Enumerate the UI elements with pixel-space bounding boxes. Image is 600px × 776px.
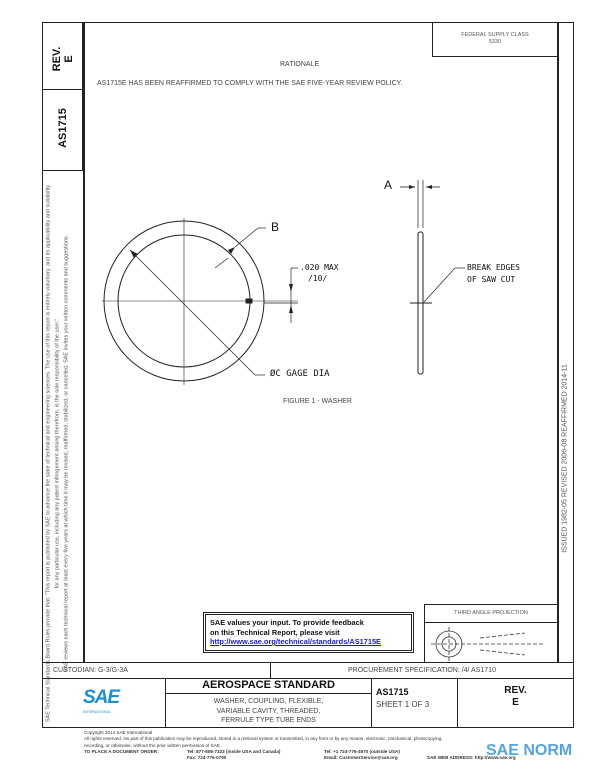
b-leader	[234, 227, 259, 248]
max-note: .020 MAX/10/	[300, 262, 339, 284]
title-cell: AEROSPACE STANDARD WASHER, COUPLING, FLE…	[165, 678, 372, 728]
title-rev-cell: REV.E	[457, 678, 574, 728]
watermark: SAE NORM	[486, 742, 573, 759]
saw-cut	[245, 298, 253, 304]
copyright: Copyright 2014 SAE International	[84, 730, 153, 735]
diameter-leader	[129, 249, 256, 376]
feedback-line2: on this Technical Report, please visit	[210, 627, 340, 637]
web-address[interactable]: SAE WEB ADDRESS: http://www.sae.org	[427, 754, 516, 760]
email[interactable]: Email: CustomerService@sae.org	[324, 754, 398, 760]
logo-cell: SAE INTERNATIONAL	[42, 678, 166, 728]
label-a: A	[384, 178, 393, 192]
rationale-text: AS1715E HAS BEEN REAFFIRMED TO COMPLY WI…	[97, 80, 403, 87]
document-title: WASHER, COUPLING, FLEXIBLE, VARIABLE CAVI…	[166, 697, 371, 726]
left-divider	[83, 22, 85, 662]
footer: Copyright 2014 SAE International All rig…	[84, 730, 584, 763]
standard-type: AEROSPACE STANDARD	[166, 679, 371, 694]
fsc-label: FEDERAL SUPPLY CLASS	[461, 32, 529, 38]
title-line3: FERRULE TYPE TUBE ENDS	[221, 717, 316, 724]
title-rev-label: REV.	[504, 685, 527, 696]
max-note-line1: .020 MAX	[300, 263, 339, 272]
max-note-line2: /10/	[308, 274, 328, 283]
tel-outside: Tel: +1 724-776-4970 (outside USA)	[324, 748, 400, 754]
right-divider	[557, 22, 559, 662]
break-edges-note: BREAK EDGES OF SAW CUT	[467, 262, 520, 286]
projection-box: THIRD ANGLE PROJECTION	[424, 604, 558, 663]
sae-logo: SAE	[83, 687, 120, 708]
gage-dia-label: ØC GAGE DIA	[270, 369, 330, 379]
third-angle-projection-icon	[431, 627, 543, 661]
order-label: TO PLACE A DOCUMENT ORDER:	[84, 748, 159, 754]
label-b: B	[271, 220, 280, 234]
custodian-cell: CUSTODIAN: G-3/G-3A	[42, 662, 271, 679]
procurement-cell: PROCUREMENT SPECIFICATION: /4/ AS1710	[270, 662, 574, 679]
fsc-value: 5330	[488, 39, 502, 45]
title-rev-value: E	[512, 697, 519, 708]
sheet-number: SHEET 1 OF 3	[376, 700, 430, 709]
doc-number-box: AS1715	[42, 89, 83, 171]
title-line2: VARIABLE CAVITY, THREADED,	[216, 707, 321, 715]
fax: Fax: 724-776-0790	[187, 754, 227, 760]
title-doc-number: AS1715	[376, 687, 409, 697]
feedback-line1: SAE values your input. To provide feedba…	[210, 618, 364, 627]
figure-caption: FIGURE 1 - WASHER	[283, 398, 352, 405]
feedback-link[interactable]: http://www.sae.org/technical/standards/A…	[210, 637, 381, 646]
rights-line2: recording, or otherwise, without the pri…	[84, 742, 222, 748]
break-edges-line2: OF SAW CUT	[467, 275, 516, 284]
break-edges-line1: BREAK EDGES	[467, 263, 520, 272]
title-line1: WASHER, COUPLING, FLEXIBLE,	[213, 698, 324, 705]
sae-logo-sub: INTERNATIONAL	[83, 710, 111, 714]
rationale-title: RATIONALE	[280, 61, 320, 68]
tel: Tel: 877-606-7323 (inside USA and Canada…	[187, 748, 281, 754]
feedback-box: SAE values your input. To provide feedba…	[203, 612, 414, 653]
projection-label: THIRD ANGLE PROJECTION	[425, 605, 557, 623]
break-edges-leader	[423, 267, 456, 303]
doc-number-cell: AS1715 SHEET 1 OF 3	[371, 678, 458, 728]
rights-line1: All rights reserved. No part of this pub…	[84, 736, 443, 742]
